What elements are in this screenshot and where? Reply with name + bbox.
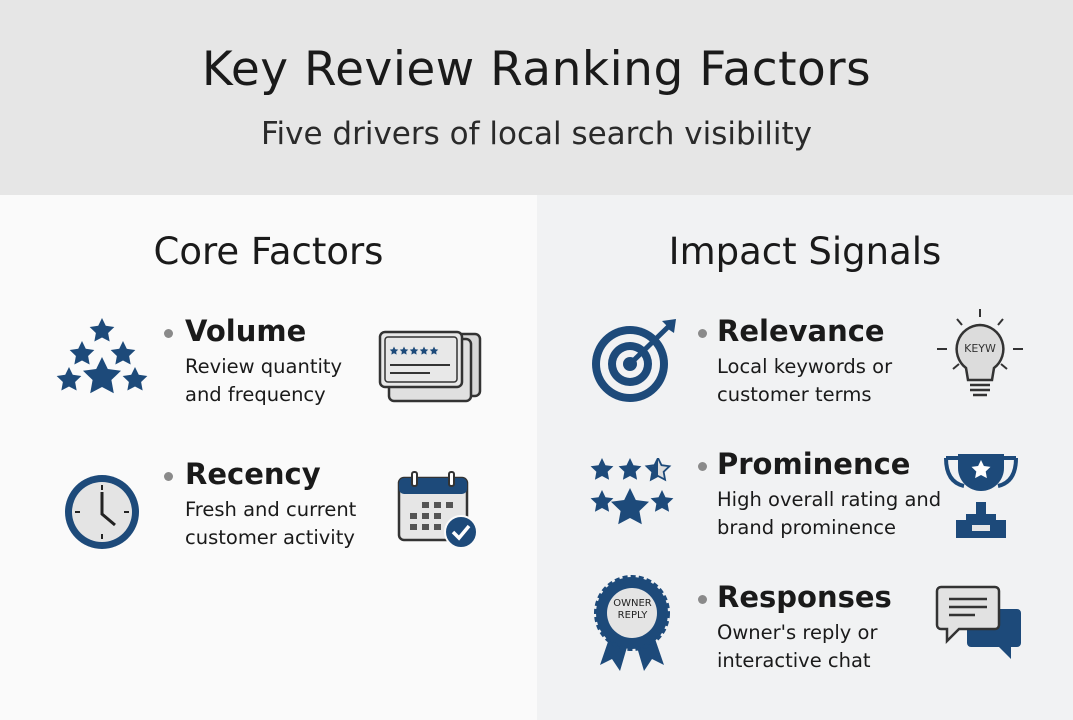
- signal-desc-line1: Owner's reply or: [717, 621, 878, 644]
- signal-desc-line2: customer terms: [717, 383, 872, 406]
- signal-desc-line2: brand prominence: [717, 516, 897, 539]
- review-cards-icon: [378, 330, 482, 403]
- signal-desc-line2: interactive chat: [717, 649, 871, 672]
- factor-name: Recency: [185, 457, 321, 491]
- signal-desc-line1: High overall rating and: [717, 488, 942, 511]
- calendar-check-icon: [397, 471, 478, 549]
- factor-desc-line1: Review quantity: [185, 355, 343, 378]
- bullet: [164, 329, 173, 338]
- reply-label: REPLY: [617, 610, 648, 621]
- chat-bubbles-icon: [935, 585, 1021, 659]
- bullet: [164, 472, 173, 481]
- stars-rating-icon: [590, 458, 674, 525]
- impact-signals-panel: Impact Signals Relevance Local keywords …: [537, 195, 1073, 720]
- core-factors-panel: Core Factors Volume Review quantity and …: [0, 195, 537, 720]
- factor-name: Volume: [185, 314, 307, 348]
- bullet: [698, 595, 707, 604]
- owner-label: OWNER: [613, 598, 652, 609]
- lightbulb-icon: KEYW: [935, 307, 1025, 407]
- clock-icon: [65, 475, 139, 549]
- factor-desc-line1: Fresh and current: [185, 498, 357, 521]
- bullet: [698, 462, 707, 471]
- target-icon: [592, 319, 676, 402]
- page-subtitle: Five drivers of local search visibility: [260, 116, 813, 152]
- rosette-icon: OWNER REPLY: [590, 575, 675, 675]
- header: Key Review Ranking Factors Five drivers …: [0, 0, 1073, 195]
- signal-name: Relevance: [717, 314, 885, 348]
- trophy-icon: [944, 454, 1018, 538]
- factor-desc-line2: customer activity: [185, 526, 355, 549]
- bullet: [698, 329, 707, 338]
- keyword-badge: KEYW: [964, 342, 996, 355]
- signal-name: Responses: [717, 580, 892, 614]
- star-cluster-icon: [56, 318, 148, 394]
- section-heading: Core Factors: [153, 230, 384, 273]
- page-title: Key Review Ranking Factors: [201, 42, 872, 97]
- signal-desc-line1: Local keywords or: [717, 355, 893, 378]
- factor-desc-line2: and frequency: [185, 383, 326, 406]
- signal-name: Prominence: [717, 447, 911, 481]
- section-heading: Impact Signals: [668, 230, 942, 273]
